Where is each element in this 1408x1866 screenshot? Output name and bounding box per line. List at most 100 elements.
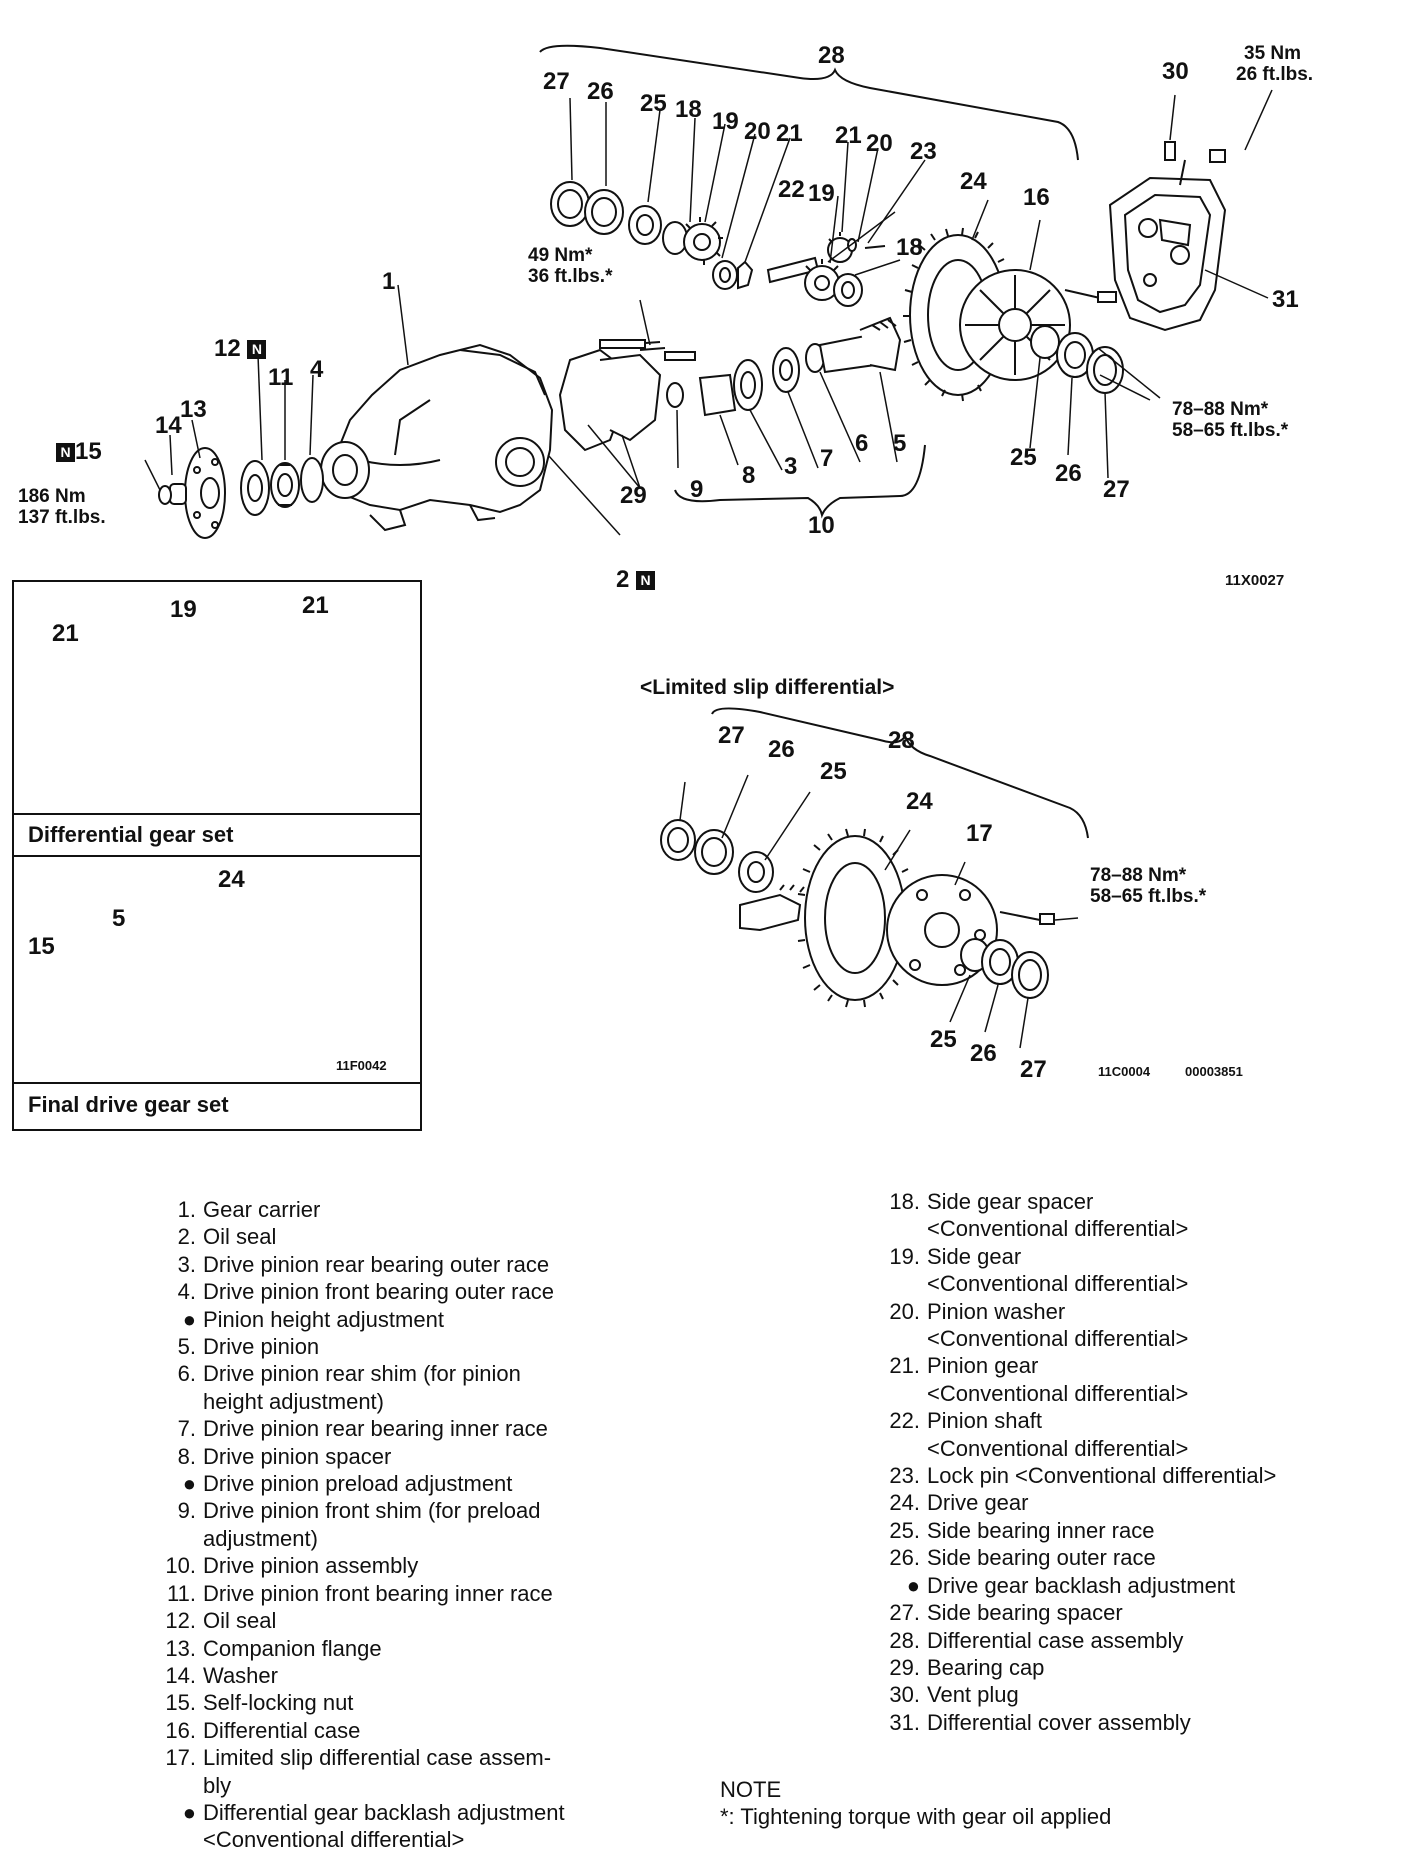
callout-14: 14 — [155, 412, 182, 439]
legend-item: 16.Differential case — [152, 1717, 692, 1744]
legend-item: bly — [152, 1772, 692, 1799]
torque-78nm-lsd: 78–88 Nm*58–65 ft.lbs.* — [1090, 865, 1207, 907]
ring-gear-case-drawing — [903, 228, 1123, 401]
legend-item-number: 4. — [177, 1279, 196, 1305]
callout-13: 13 — [180, 396, 207, 423]
legend-item: 12.Oil seal — [152, 1607, 692, 1634]
legend-item-number — [876, 1325, 927, 1352]
legend-item-text: Drive gear backlash adjustment — [927, 1572, 1236, 1598]
legend-item-text: Pinion shaft — [927, 1408, 1042, 1434]
legend-item-text: Side bearing outer race — [927, 1545, 1156, 1571]
legend-item-number: ● — [182, 1306, 196, 1332]
legend-item-number: 9. — [177, 1498, 196, 1524]
legend-item-number: 25. — [889, 1517, 920, 1543]
legend-item-number — [152, 1772, 203, 1799]
legend-item-text: Differential case — [203, 1717, 361, 1743]
differential-parts-drawing — [551, 182, 885, 306]
callout-3: 3 — [784, 453, 798, 480]
legend-item: 9.Drive pinion front shim (for preload — [152, 1497, 692, 1524]
figure-code-main: 11X0027 — [1225, 572, 1285, 589]
legend-item: ●Differential gear backlash adjustment — [152, 1799, 692, 1826]
legend-item-number: ● — [906, 1572, 920, 1598]
inset-differential-gear-set — [12, 580, 422, 858]
note: NOTE *: Tightening torque with gear oil … — [720, 1776, 1111, 1831]
callout-18: 18 — [675, 96, 702, 123]
callout-12: 12 N — [214, 337, 267, 361]
callout-6: 6 — [855, 430, 869, 457]
legend-item-text: Drive pinion front bearing inner race — [203, 1580, 553, 1606]
legend-item: <Conventional differential> — [876, 1215, 1376, 1242]
legend-item-text: <Conventional differential> — [927, 1435, 1189, 1461]
legend-item: 8.Drive pinion spacer — [152, 1443, 692, 1470]
legend-item-number: 31. — [889, 1709, 920, 1735]
legend-item-number: 17. — [165, 1745, 196, 1771]
legend-item-number: ● — [182, 1471, 196, 1497]
legend-item-text: Lock pin <Conventional differential> — [927, 1463, 1277, 1489]
legend-item: 6.Drive pinion rear shim (for pinion — [152, 1360, 692, 1387]
lsd-title: <Limited slip differential> — [640, 676, 895, 699]
legend-item-text: Vent plug — [927, 1682, 1019, 1708]
legend-item: 31.Differential cover assembly — [876, 1709, 1376, 1736]
legend-item-number: 2. — [177, 1224, 196, 1250]
callout-16: 16 — [1023, 184, 1050, 211]
legend-item-number: ● — [182, 1799, 196, 1825]
legend-item-text: Drive pinion rear bearing inner race — [203, 1416, 548, 1442]
legend-item: adjustment) — [152, 1525, 692, 1552]
legend-item-text: Drive pinion rear shim (for pinion — [203, 1361, 521, 1387]
legend-item-number: 27. — [889, 1600, 920, 1626]
legend-item-number: 19. — [889, 1243, 920, 1269]
legend-item-text: Pinion gear — [927, 1353, 1039, 1379]
callout-7: 7 — [820, 445, 834, 472]
legend-item-number: 7. — [177, 1416, 196, 1442]
figure-code-inset: 11F0042 — [336, 1058, 387, 1073]
legend-item-text: Drive pinion spacer — [203, 1443, 392, 1469]
lsd-callout-25-b: 25 — [930, 1026, 957, 1053]
legend-item-text: Bearing cap — [927, 1654, 1045, 1680]
legend-item-text: Drive pinion front bearing outer race — [203, 1279, 554, 1305]
inset-2-divider — [12, 1082, 422, 1084]
legend-item-text: Limited slip differential case assem- — [203, 1745, 552, 1771]
callout-26: 26 — [587, 78, 614, 105]
legend-item-text: adjustment) — [203, 1525, 318, 1551]
legend-item: 26.Side bearing outer race — [876, 1544, 1376, 1571]
legend-item-number: 22. — [889, 1408, 920, 1434]
legend-item: 4. Drive pinion front bearing outer race — [152, 1278, 692, 1305]
legend-item-number: 10. — [165, 1553, 196, 1579]
callout-28: 28 — [818, 42, 845, 69]
front-parts-drawing — [159, 448, 323, 538]
callout-4: 4 — [310, 356, 324, 383]
lsd-callout-25: 25 — [820, 758, 847, 785]
legend-item: 18.Side gear spacer — [876, 1188, 1376, 1215]
legend-item-number: 29. — [889, 1654, 920, 1680]
drive-pinion-parts-drawing — [667, 318, 900, 415]
callout-23: 23 — [910, 138, 937, 165]
callout-22: 22 — [778, 176, 805, 203]
legend-item-number: 5. — [177, 1334, 196, 1360]
legend-item-text: Side bearing spacer — [927, 1600, 1123, 1626]
callout-30: 30 — [1162, 58, 1189, 85]
legend-item-text: Drive pinion preload adjustment — [203, 1471, 513, 1497]
legend-item-number: 3. — [177, 1251, 196, 1277]
new-part-mark: N — [247, 340, 267, 360]
legend-item-text: Drive gear — [927, 1490, 1029, 1516]
callout-21: 21 — [776, 120, 803, 147]
legend-item-number: 1. — [177, 1197, 196, 1222]
legend-item: height adjustment) — [152, 1388, 692, 1415]
legend-item-number — [876, 1380, 927, 1407]
lsd-drawing — [661, 775, 1078, 1048]
callout-8: 8 — [742, 462, 756, 489]
legend-item: <Conventional differential> — [876, 1380, 1376, 1407]
legend-item-number: 24. — [889, 1490, 920, 1516]
legend-item-text: Drive pinion — [203, 1334, 320, 1360]
lsd-callout-27: 27 — [718, 722, 745, 749]
cover-drawing — [1110, 142, 1225, 330]
legend-item: 19.Side gear — [876, 1243, 1376, 1270]
callout-20-b: 20 — [866, 130, 893, 157]
callout-20: 20 — [744, 118, 771, 145]
callout-19-b: 19 — [808, 180, 835, 207]
inset-callout-21-a: 21 — [52, 620, 79, 647]
inset-final-drive-gear-set — [12, 855, 422, 1131]
